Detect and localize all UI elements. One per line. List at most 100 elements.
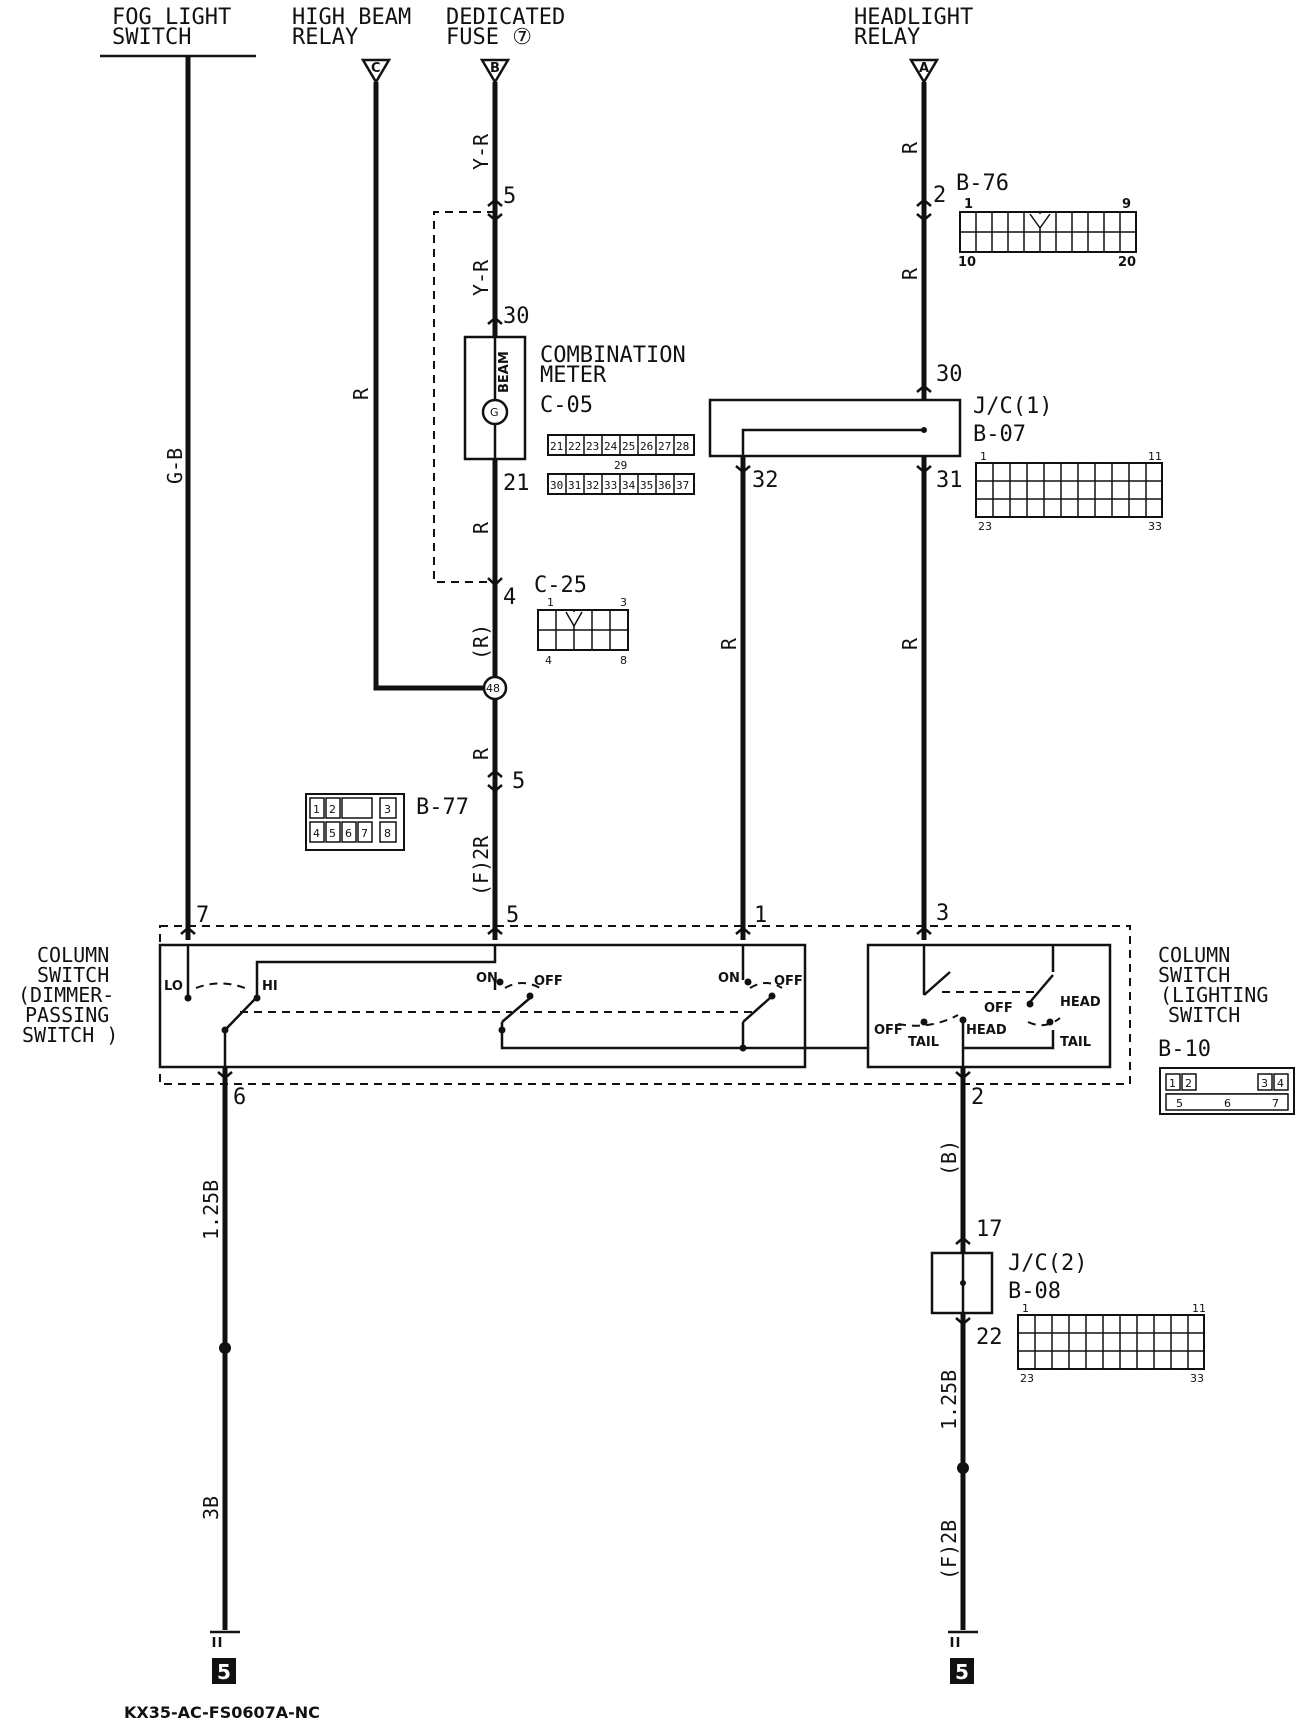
svg-text:R: R bbox=[898, 141, 922, 154]
svg-text:2: 2 bbox=[933, 183, 946, 208]
svg-text:3B: 3B bbox=[199, 1496, 223, 1520]
svg-text:COLUMN: COLUMN bbox=[37, 943, 109, 967]
svg-text:1: 1 bbox=[1169, 1077, 1176, 1090]
svg-text:HEAD: HEAD bbox=[1060, 995, 1101, 1010]
svg-text:5: 5 bbox=[329, 827, 336, 840]
svg-text:C-25: C-25 bbox=[534, 573, 587, 598]
svg-text:1.25B: 1.25B bbox=[199, 1180, 223, 1240]
splice-48: 48 bbox=[482, 675, 508, 701]
svg-text:4: 4 bbox=[1277, 1077, 1284, 1090]
svg-text:LO: LO bbox=[164, 979, 183, 994]
svg-text:1: 1 bbox=[980, 450, 987, 463]
svg-text:11: 11 bbox=[1192, 1302, 1206, 1315]
column-switch-dimmer-label: COLUMN SWITCH (DIMMER- PASSING SWITCH ) bbox=[18, 943, 118, 1047]
svg-text:(LIGHTING: (LIGHTING bbox=[1160, 983, 1268, 1007]
svg-text:3: 3 bbox=[384, 803, 391, 816]
dimmer-passing-switch-box bbox=[158, 943, 807, 1069]
b10-connector: 1 2 3 4 5 6 7 bbox=[1159, 1067, 1295, 1115]
lighting-arc-2 bbox=[1027, 1017, 1061, 1027]
svg-text:30: 30 bbox=[550, 479, 563, 492]
svg-text:ON: ON bbox=[718, 971, 740, 986]
b76-connector: B-76 1 9 10 20 bbox=[956, 171, 1137, 270]
svg-text:SWITCH: SWITCH bbox=[112, 25, 191, 50]
svg-text:1: 1 bbox=[964, 197, 973, 212]
svg-text:2: 2 bbox=[1185, 1077, 1192, 1090]
svg-text:1: 1 bbox=[313, 803, 320, 816]
svg-text:11: 11 bbox=[1148, 450, 1162, 463]
svg-text:23: 23 bbox=[1020, 1372, 1034, 1385]
svg-text:21: 21 bbox=[503, 471, 530, 496]
svg-text:(B): (B) bbox=[937, 1140, 961, 1176]
pin-numbers: 5 30 21 4 5 5 7 1 3 6 2 2 30 32 31 17 22 bbox=[196, 183, 1003, 1350]
lighting-switch-labels: OFF TAIL HEAD OFF HEAD TAIL bbox=[874, 995, 1101, 1050]
svg-text:SWITCH: SWITCH bbox=[1168, 1003, 1240, 1027]
ground-symbol-left: 5 bbox=[210, 1630, 240, 1684]
svg-text:10: 10 bbox=[958, 255, 976, 270]
svg-text:8: 8 bbox=[384, 827, 391, 840]
svg-text:23: 23 bbox=[586, 440, 599, 453]
svg-text:5: 5 bbox=[217, 1660, 231, 1684]
svg-text:33: 33 bbox=[604, 479, 617, 492]
svg-text:1: 1 bbox=[547, 596, 554, 609]
svg-text:(DIMMER-: (DIMMER- bbox=[18, 983, 114, 1007]
svg-text:6: 6 bbox=[233, 1085, 246, 1110]
svg-text:METER: METER bbox=[540, 363, 607, 388]
svg-text:B-10: B-10 bbox=[1158, 1037, 1211, 1062]
svg-text:32: 32 bbox=[586, 479, 599, 492]
svg-text:35: 35 bbox=[640, 479, 653, 492]
svg-text:J/C(1): J/C(1) bbox=[973, 394, 1052, 419]
jc1-box bbox=[708, 398, 962, 458]
dimmer-switch-labels: LO HI ON OFF ON OFF bbox=[164, 971, 803, 994]
svg-text:3: 3 bbox=[936, 901, 949, 926]
svg-text:37: 37 bbox=[676, 479, 689, 492]
svg-text:C-05: C-05 bbox=[540, 393, 593, 418]
svg-text:5: 5 bbox=[506, 903, 519, 928]
svg-text:5: 5 bbox=[1176, 1097, 1183, 1110]
svg-text:7: 7 bbox=[196, 903, 209, 928]
svg-text:PASSING: PASSING bbox=[25, 1003, 109, 1027]
b77-connector: 1 2 3 4 5 6 7 8 B-77 bbox=[305, 793, 469, 851]
svg-text:25: 25 bbox=[622, 440, 635, 453]
svg-text:SWITCH: SWITCH bbox=[37, 963, 109, 987]
svg-text:4: 4 bbox=[545, 654, 552, 667]
svg-text:29: 29 bbox=[614, 459, 627, 472]
svg-text:36: 36 bbox=[658, 479, 671, 492]
svg-text:B: B bbox=[490, 61, 500, 76]
svg-text:R: R bbox=[469, 521, 493, 534]
svg-text:27: 27 bbox=[658, 440, 671, 453]
terminal-a: A bbox=[908, 58, 940, 85]
svg-text:17: 17 bbox=[976, 1217, 1003, 1242]
dashed-bypass bbox=[433, 211, 495, 583]
svg-text:HI: HI bbox=[262, 979, 278, 994]
ground-symbol-right: 5 bbox=[948, 1630, 978, 1684]
svg-text:R: R bbox=[898, 637, 922, 650]
svg-text:DEDICATED: DEDICATED bbox=[446, 5, 565, 30]
junction-dot-right bbox=[957, 1462, 969, 1474]
svg-text:FOG LIGHT: FOG LIGHT bbox=[112, 5, 231, 30]
high-beam-relay-label: HIGH BEAM RELAY bbox=[292, 5, 411, 50]
lighting-arc-1 bbox=[897, 1014, 959, 1027]
svg-text:B-76: B-76 bbox=[956, 171, 1009, 196]
svg-text:22: 22 bbox=[976, 1325, 1003, 1350]
svg-text:SWITCH ): SWITCH ) bbox=[22, 1023, 118, 1047]
lighting-switch-internal bbox=[922, 945, 1055, 1067]
svg-text:RELAY: RELAY bbox=[854, 25, 920, 50]
lighting-contacts bbox=[920, 1000, 1054, 1026]
svg-text:FUSE ⑦: FUSE ⑦ bbox=[446, 25, 532, 50]
svg-text:OFF: OFF bbox=[984, 1001, 1013, 1016]
terminal-b: B bbox=[479, 58, 511, 85]
svg-text:1.25B: 1.25B bbox=[937, 1370, 961, 1430]
jc2-label: J/C(2) B-08 bbox=[1008, 1251, 1087, 1304]
combination-meter-label: COMBINATION METER C-05 bbox=[540, 343, 686, 418]
svg-text:G: G bbox=[490, 406, 499, 419]
svg-text:6: 6 bbox=[345, 827, 352, 840]
svg-text:(F)2B: (F)2B bbox=[937, 1520, 961, 1580]
c05-connector-face: 21 22 23 24 25 26 27 28 29 30 31 32 33 3… bbox=[547, 434, 695, 495]
svg-text:33: 33 bbox=[1148, 520, 1162, 533]
svg-text:21: 21 bbox=[550, 440, 563, 453]
column-switch-lighting-label: COLUMN SWITCH (LIGHTING SWITCH B-10 bbox=[1158, 943, 1268, 1062]
dimmer-lo-hi-arc bbox=[195, 982, 251, 991]
svg-text:2: 2 bbox=[971, 1085, 984, 1110]
svg-text:(R): (R) bbox=[469, 624, 493, 660]
